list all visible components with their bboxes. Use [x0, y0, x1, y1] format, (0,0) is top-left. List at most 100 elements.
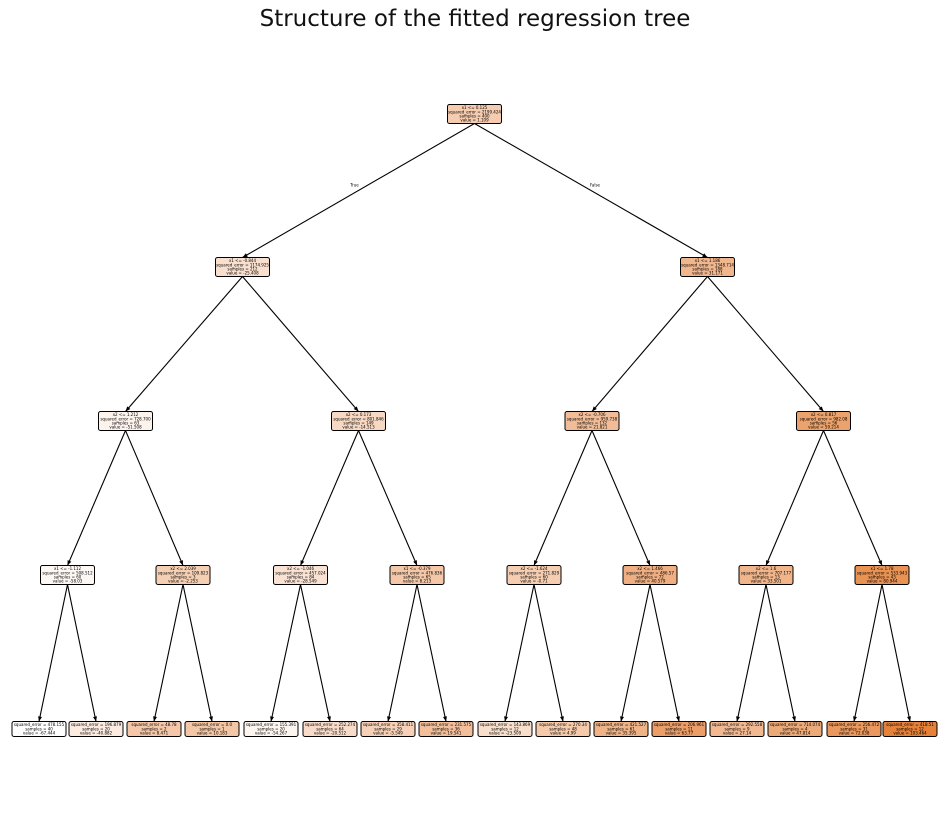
node-box	[854, 565, 910, 585]
node-text-line: x2 <= 2.039	[170, 566, 196, 571]
node-text-line: value = 8.213	[403, 579, 432, 584]
node-text-line: x1 <= 1.186	[695, 258, 721, 263]
node-text-line: squared_error = 982.08	[800, 416, 848, 421]
node-text-line: samples = 20	[82, 726, 110, 731]
node-box	[98, 411, 153, 431]
node-box	[389, 565, 445, 585]
node-text-line: x1 <= -1.112	[54, 566, 82, 571]
tree-edge	[504, 584, 535, 722]
node-text-line: x2 <= 1.212	[113, 412, 139, 417]
node-box	[767, 721, 823, 737]
node-text-line: samples = 9	[724, 726, 750, 731]
node-text-line: samples = 60	[520, 575, 548, 580]
node-box	[709, 721, 765, 737]
node-text-line: squared_error = 457.024	[275, 570, 326, 575]
node-text-line: samples = 56	[810, 421, 838, 426]
edge-arrowhead	[736, 716, 740, 722]
node-text-line: value = 10.183	[197, 731, 228, 736]
edge-arrowhead	[125, 406, 131, 412]
node-box	[68, 721, 124, 737]
node-text-line: samples = 64	[316, 726, 344, 731]
node-box	[184, 721, 240, 737]
tree-edge	[38, 584, 69, 722]
node-text-line: squared_error = 109.823	[158, 570, 209, 575]
node-text-line: value = 80.944	[867, 579, 898, 584]
node-text-line: samples = 2	[141, 726, 167, 731]
tree-edge	[182, 584, 213, 722]
edge-arrowhead	[534, 560, 538, 566]
tree-edge	[649, 584, 680, 722]
edge-arrowhead	[300, 560, 305, 566]
node-text-line: value = 1.109	[460, 118, 489, 123]
tree-edge	[765, 430, 825, 566]
node-text-line: squared_error = 206.961	[654, 722, 705, 727]
node-box	[11, 721, 67, 737]
node-text-line: squared_error = 271.829	[509, 570, 560, 575]
tree-edge	[66, 430, 127, 566]
node-text-line: value = 72.038	[839, 731, 870, 736]
node-box	[215, 257, 270, 277]
node-text-line: samples = 63	[112, 421, 140, 426]
node-text-line: samples = 149	[343, 421, 374, 426]
node-box	[126, 721, 182, 737]
edge-arrowhead	[242, 253, 248, 258]
node-box	[651, 721, 707, 737]
tree-edge	[242, 123, 475, 258]
node-text-line: squared_error = 533.943	[857, 570, 908, 575]
node-text-line: samples = 4	[782, 726, 808, 731]
node-text-line: squared_error = 478.155	[14, 722, 65, 727]
node-text-line: x2 <= 1.6	[756, 566, 777, 571]
node-text-line: value = -54.267	[255, 731, 288, 736]
edge-arrowhead	[766, 560, 770, 566]
node-text-line: squared_error = 2199.424	[448, 109, 501, 114]
edge-arrowhead	[93, 716, 97, 722]
node-text-line: samples = 84	[287, 575, 315, 580]
node-text-line: x2 <= -1.046	[287, 566, 315, 571]
node-text-line: samples = 43	[868, 575, 896, 580]
tree-edge	[416, 584, 447, 722]
tree-edge	[242, 276, 359, 412]
tree-edge	[707, 276, 824, 412]
node-text-line: value = 19.541	[431, 731, 462, 736]
node-text-line: samples = 212	[227, 267, 258, 272]
node-text-line: value = -25.408	[226, 271, 259, 276]
node-text-line: value = 4.99	[550, 731, 576, 736]
node-text-line: x2 <= -0.706	[578, 412, 606, 417]
node-text-line: samples = 1	[199, 726, 225, 731]
node-box	[593, 721, 649, 737]
node-text-line: value = 8.471	[140, 731, 169, 736]
node-box	[302, 721, 358, 737]
node-text-line: value = 27.14	[723, 731, 752, 736]
edge-arrowhead	[353, 406, 359, 412]
edge-arrowhead	[270, 716, 275, 722]
node-text-line: squared_error = 714.074	[770, 722, 821, 727]
node-box	[273, 565, 328, 585]
tree-edge	[357, 430, 418, 566]
node-text-line: value = 33.501	[751, 579, 782, 584]
node-text-line: value = -2.253	[168, 579, 198, 584]
node-text-line: x2 <= 0.173	[346, 412, 372, 417]
node-box	[477, 721, 533, 737]
node-text-line: samples = 61	[607, 726, 635, 731]
node-text-line: squared_error = 801.846	[333, 416, 384, 421]
tree-edge	[881, 584, 911, 722]
node-text-line: value = 59.214	[808, 425, 839, 430]
node-text-line: samples = 40	[25, 726, 53, 731]
node-text-line: x1 <= 1.78	[870, 566, 894, 571]
node-box	[40, 565, 95, 585]
node-text-line: squared_error = 0.0	[192, 722, 233, 727]
edge-arrowhead	[907, 716, 911, 722]
tree-edge	[736, 584, 767, 722]
